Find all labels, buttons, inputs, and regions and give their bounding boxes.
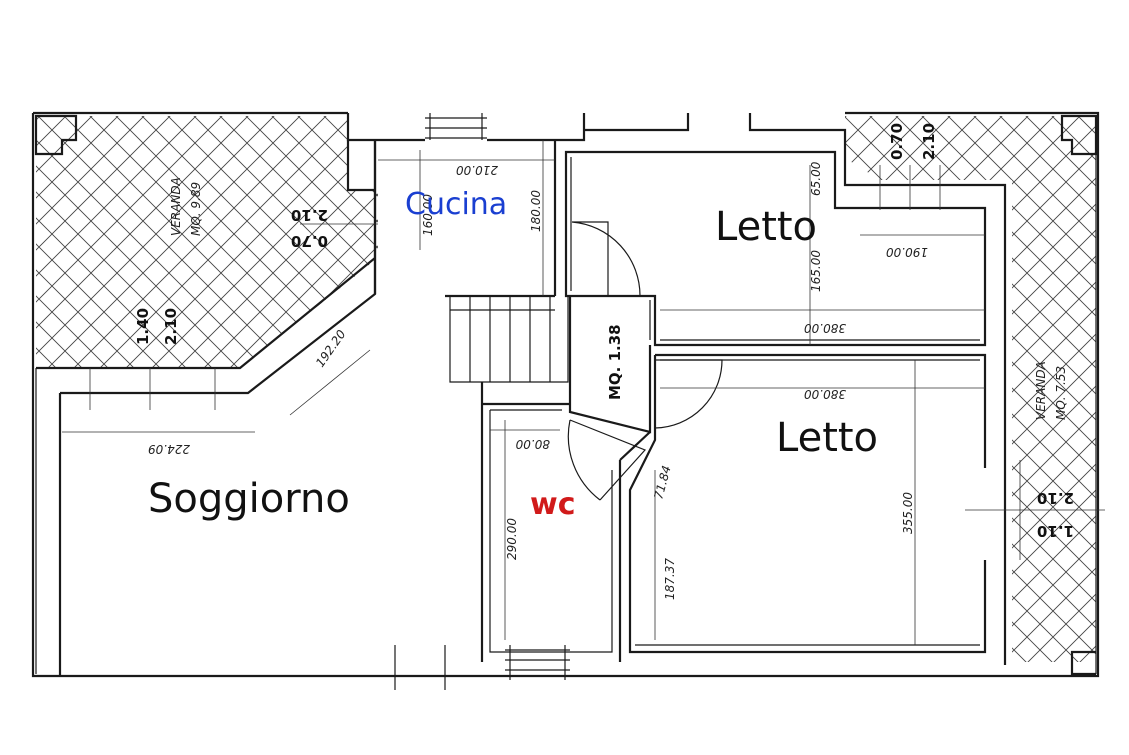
- height-veranda-left-a: 2.10: [291, 206, 328, 224]
- outer-wall-inner-line: [35, 116, 1097, 674]
- height-right-a: 2.10: [1037, 489, 1074, 507]
- corridor-area: MQ. 1.38: [606, 324, 624, 400]
- dimension-lines: [62, 140, 1105, 645]
- dim-letto-top-notch: 65.00: [809, 161, 823, 196]
- height-left-a: 1.40: [134, 308, 152, 345]
- dim-letto-bottom-depth: 355.00: [901, 492, 915, 534]
- dim-cucina-depth-b: 160.00: [421, 194, 435, 236]
- letto-top-walls: [564, 150, 987, 347]
- veranda-left-area: MQ. 9.89: [189, 182, 203, 236]
- room-soggiorno: Soggiorno: [148, 476, 350, 522]
- room-letto-bottom: Letto: [776, 415, 878, 461]
- height-veranda-left-b: 0.70: [291, 232, 328, 250]
- corner-pillar-br: [1070, 650, 1096, 676]
- corner-pillar-tr: [1060, 114, 1098, 156]
- height-right-b: 1.10: [1037, 522, 1074, 540]
- door-wc: [567, 419, 647, 501]
- dim-wc-width: 80.00: [515, 437, 550, 451]
- window-bottom: [394, 645, 570, 690]
- height-top-right-a: 0.70: [888, 123, 906, 160]
- letto-top-inner: [570, 157, 980, 341]
- corner-pillar-tl: [34, 114, 78, 156]
- outer-wall: [31, 111, 1100, 678]
- dim-passage-b: 187.37: [663, 558, 677, 600]
- room-wc: wc: [530, 487, 576, 522]
- veranda-left-hatch: [36, 116, 378, 368]
- dim-passage-a: 71.84: [651, 464, 673, 501]
- door-letto-top: [571, 221, 641, 297]
- wc-inner: [489, 409, 613, 653]
- veranda-right-area: MQ. 7.53: [1054, 366, 1068, 420]
- dim-cucina-width: 210.00: [456, 163, 498, 177]
- corridor-walls: [480, 296, 652, 662]
- dim-wc-depth: 290.00: [505, 518, 519, 560]
- dim-soggiorno-diag: 192.20: [313, 327, 349, 370]
- stair-outline: [449, 296, 569, 383]
- veranda-right-hatch: [845, 116, 1096, 662]
- veranda-right-label: VERANDA: [1034, 361, 1048, 420]
- dim-letto-top-length: 380.00: [804, 321, 846, 335]
- letto-bottom-inner: [635, 359, 980, 646]
- veranda-left-label: VERANDA: [169, 177, 183, 236]
- door-letto-bottom: [654, 359, 723, 429]
- height-top-right-b: 2.10: [920, 123, 938, 160]
- dim-soggiorno-width: 224.09: [148, 442, 190, 456]
- dim-letto-top-depth: 165.00: [809, 250, 823, 292]
- dim-letto-bottom-length: 380.00: [804, 387, 846, 401]
- room-cucina: Cucina: [405, 187, 507, 222]
- dim-letto-top-width: 190.00: [886, 245, 928, 259]
- kitchen-walls: [373, 140, 557, 298]
- room-letto-top: Letto: [715, 204, 817, 250]
- window-top: [425, 113, 487, 140]
- dim-cucina-depth-a: 180.00: [529, 190, 543, 232]
- height-left-b: 2.10: [162, 308, 180, 345]
